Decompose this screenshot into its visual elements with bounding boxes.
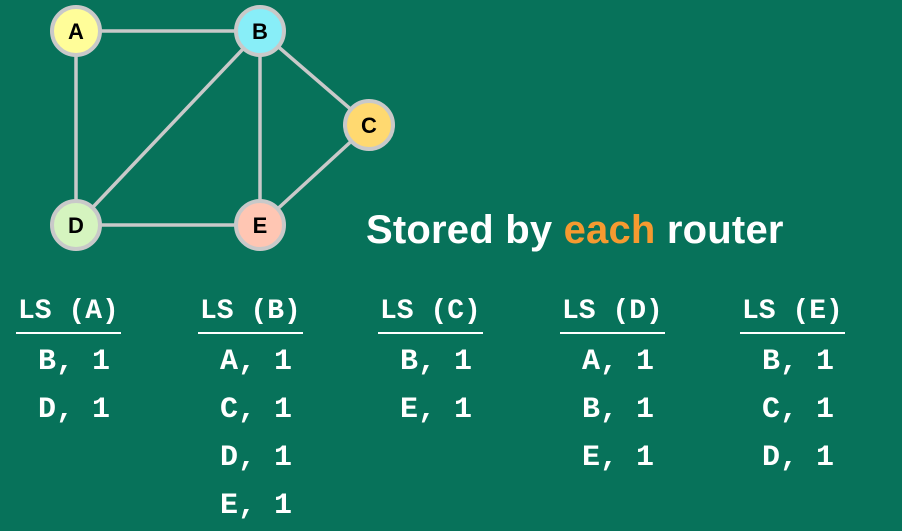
ls-header: LS (C) [378, 292, 483, 334]
ls-table-b: LS (B) A, 1 C, 1 D, 1 E, 1 [198, 292, 303, 530]
node-circle [234, 5, 286, 57]
ls-header: LS (B) [198, 292, 303, 334]
ls-entry: B, 1 [762, 345, 835, 379]
node-label: E [253, 213, 268, 238]
ls-entry: A, 1 [582, 345, 655, 379]
ls-table-c: LS (C) B, 1 E, 1 [378, 292, 483, 434]
node-c: C [343, 99, 395, 151]
ls-entry: E, 1 [220, 489, 293, 523]
title-prefix: Stored by [366, 208, 564, 252]
ls-entry: E, 1 [400, 393, 473, 427]
ls-entry: A, 1 [220, 345, 293, 379]
ls-table-d: LS (D) A, 1 B, 1 E, 1 [560, 292, 665, 482]
ls-table-a: LS (A) B, 1 D, 1 [16, 292, 121, 434]
ls-entry: D, 1 [220, 441, 293, 475]
node-e: E [234, 199, 286, 251]
ls-entry: E, 1 [582, 441, 655, 475]
node-circle [50, 199, 102, 251]
ls-header: LS (E) [740, 292, 845, 334]
node-circle [234, 199, 286, 251]
node-label: B [252, 19, 268, 44]
node-circle [343, 99, 395, 151]
node-circle [50, 5, 102, 57]
node-label: C [361, 113, 377, 138]
graph-edges [74, 29, 371, 227]
slide-title: Stored by each router [366, 208, 784, 253]
ls-table-e: LS (E) B, 1 C, 1 D, 1 [740, 292, 845, 482]
network-graph: A B C D E [50, 5, 395, 251]
ls-entry: B, 1 [400, 345, 473, 379]
title-highlight: each [563, 208, 656, 252]
title-suffix: router [655, 208, 784, 252]
node-a: A [50, 5, 102, 57]
node-label: A [68, 19, 84, 44]
ls-entry: C, 1 [762, 393, 835, 427]
ls-header: LS (D) [560, 292, 665, 334]
ls-entry: D, 1 [38, 393, 111, 427]
ls-entry: B, 1 [582, 393, 655, 427]
ls-entry: B, 1 [38, 345, 111, 379]
ls-entry: C, 1 [220, 393, 293, 427]
graph-nodes: A B C D E [50, 5, 395, 251]
ls-entry: D, 1 [762, 441, 835, 475]
edge-b-d [74, 29, 262, 227]
node-label: D [68, 213, 84, 238]
node-b: B [234, 5, 286, 57]
ls-header: LS (A) [16, 292, 121, 334]
node-d: D [50, 199, 102, 251]
